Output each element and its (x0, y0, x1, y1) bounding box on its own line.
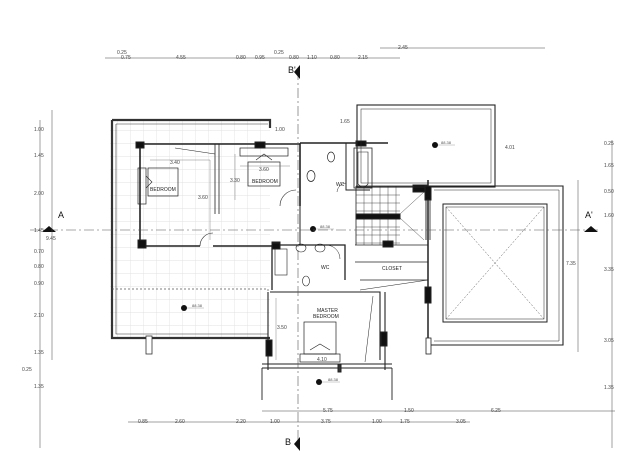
dim-left-10: 0.25 (22, 367, 32, 373)
left-terrace-walls (110, 118, 272, 355)
dim-right-1: 0.25 (604, 141, 614, 147)
dim-bath-gap: 1.65 (340, 119, 350, 125)
dim-left-1: 1.00 (34, 127, 44, 133)
level-mark-1: 88.38 (441, 140, 452, 145)
dimension-lines (39, 47, 615, 448)
room-label-closet: CLOSET (382, 266, 403, 272)
room-label-wc-1: WC (336, 182, 345, 188)
dim-top-8: 1.10 (307, 55, 317, 61)
dim-right-7: 1.35 (604, 385, 614, 391)
dim-left-4: 1.45 (34, 228, 44, 234)
dim-terrace-right: 4.01 (505, 145, 515, 151)
dim-left-5: 0.70 (34, 249, 44, 255)
section-marker-b-top: B' (288, 65, 296, 75)
dim-bottom-row2-5: 3.75 (321, 419, 331, 425)
dim-bedroom2-depth: 3.30 (230, 178, 240, 184)
section-lines (30, 65, 600, 451)
level-mark-4: 88.38 (328, 377, 339, 382)
section-marker-a-left: A (58, 210, 65, 220)
dim-top-6: 0.25 (274, 50, 284, 56)
dim-left-7: 0.90 (34, 281, 44, 287)
master-suite (261, 240, 429, 400)
dim-bottom-row1-2: 1.50 (404, 408, 414, 414)
dim-bottom-row2-3: 2.20 (236, 419, 246, 425)
dim-top-3: 4.55 (176, 55, 186, 61)
room-label-master-line2: BEDROOM (313, 314, 339, 320)
dim-balcony-depth: 1.00 (275, 127, 285, 133)
room-label-wc-2: WC (321, 265, 330, 271)
section-marker-a-right: A' (585, 210, 593, 220)
dim-bottom-row1-3: 6.25 (491, 408, 501, 414)
dim-bottom-row1-1: 5.75 (323, 408, 333, 414)
dim-top-1: 0.25 (117, 50, 127, 56)
room-label-bedroom-1: BEDROOM (150, 187, 176, 193)
dim-top-2: 0.75 (121, 55, 131, 61)
dim-top-5: 0.95 (255, 55, 265, 61)
room-label-bedroom-2: BEDROOM (252, 179, 278, 185)
right-block (356, 104, 564, 355)
level-marks (181, 142, 455, 385)
terrace-tiles (110, 120, 270, 338)
level-mark-3: 88.38 (192, 303, 203, 308)
dim-bottom-row2-4: 1.00 (270, 419, 280, 425)
dim-bottom-row2-1: 0.85 (138, 419, 148, 425)
dim-top-4: 0.80 (236, 55, 246, 61)
dim-bottom-row2-6: 1.00 (372, 419, 382, 425)
dim-bedroom1-depth: 3.60 (198, 195, 208, 201)
dim-top-9: 0.80 (330, 55, 340, 61)
dim-top-row0-1: 2.45 (398, 45, 408, 51)
dim-master-width: 4.10 (317, 357, 327, 363)
dim-master-depth: 3.50 (277, 325, 287, 331)
section-marker-b-bottom: B (285, 437, 292, 447)
dim-bedroom2-width: 3.60 (259, 167, 269, 173)
dim-bedroom1-width: 3.40 (170, 160, 180, 166)
dim-right-4: 1.60 (604, 213, 614, 219)
dim-left-6: 0.80 (34, 264, 44, 270)
dim-right-2: 1.65 (604, 163, 614, 169)
dim-right-5: 3.35 (604, 267, 614, 273)
dim-left-total: 9.45 (46, 236, 56, 242)
bedrooms-block (135, 141, 301, 249)
room-label-master-line1: MASTER (317, 308, 338, 314)
dim-left-8: 2.10 (34, 313, 44, 319)
staircase (355, 184, 431, 245)
dim-top-10: 2.15 (358, 55, 368, 61)
dim-bottom-row2-7: 1.75 (400, 419, 410, 425)
dim-left-2: 1.45 (34, 153, 44, 159)
dim-top-7: 0.80 (289, 55, 299, 61)
dim-right-3: 0.50 (604, 189, 614, 195)
dim-bottom-row2-2: 2.60 (175, 419, 185, 425)
dim-right-6: 3.05 (604, 338, 614, 344)
level-mark-2: 88.38 (320, 224, 331, 229)
dim-left-11: 1.35 (34, 384, 44, 390)
dim-void-height: 7.35 (566, 261, 576, 267)
dim-left-9: 1.35 (34, 350, 44, 356)
dim-left-3: 2.00 (34, 191, 44, 197)
dim-bottom-row2-8: 3.05 (456, 419, 466, 425)
